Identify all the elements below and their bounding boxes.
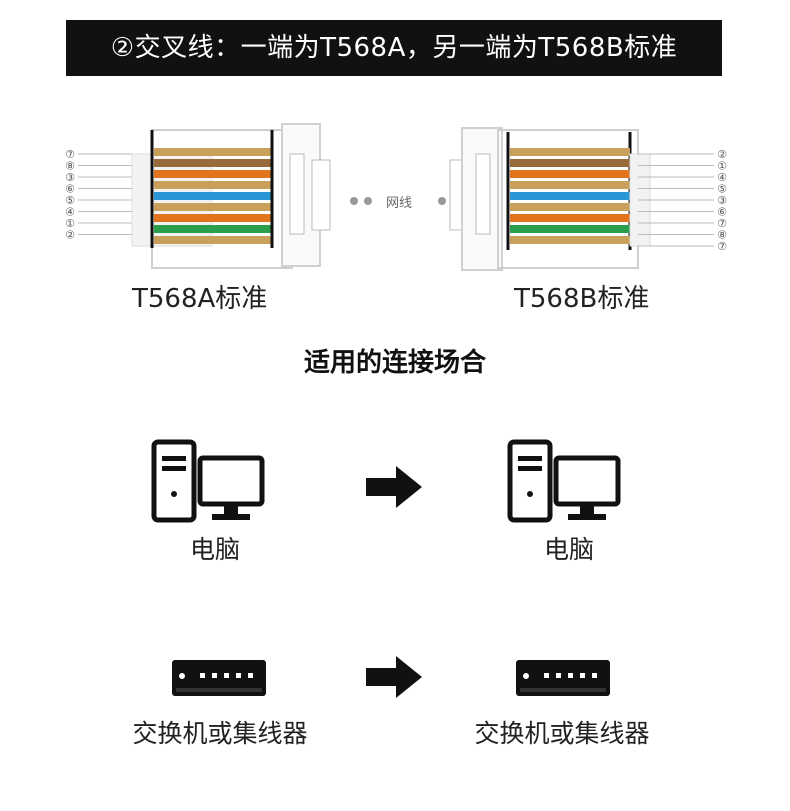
wire	[154, 203, 272, 211]
wire	[154, 236, 272, 244]
wire	[510, 214, 630, 222]
switch-icon	[516, 660, 610, 696]
pin-number: ①	[717, 160, 727, 173]
switch-icon	[172, 660, 266, 696]
device-label-to: 电脑	[543, 535, 594, 564]
link-dot	[438, 197, 446, 205]
device-label-from: 电脑	[189, 535, 240, 564]
wire	[510, 203, 630, 211]
pin-number: ⑧	[717, 229, 727, 242]
pin-number: ②	[65, 229, 75, 242]
wire	[154, 181, 272, 189]
arrow-right-icon	[366, 466, 422, 508]
pin-number: ⑦	[717, 217, 727, 230]
wire	[154, 214, 272, 222]
link-dot	[350, 197, 358, 205]
pin-number: ②	[717, 148, 727, 161]
wire	[510, 148, 630, 156]
device-label-to: 交换机或集线器	[474, 719, 650, 748]
computer-icon	[507, 439, 621, 523]
pin-number: ④	[65, 206, 75, 219]
link-dot	[364, 197, 372, 205]
computer-icon	[151, 439, 265, 523]
pin-number: ①	[65, 217, 75, 230]
arrow-right-icon	[366, 656, 422, 698]
wire	[510, 159, 630, 167]
pin-number: ③	[65, 171, 75, 184]
device-label-from: 交换机或集线器	[132, 719, 308, 748]
title-banner: ②交叉线：一端为T568A，另一端为T568B标准	[66, 20, 722, 76]
wire	[510, 236, 630, 244]
t568b-label: T568B标准	[514, 284, 650, 314]
wire	[510, 192, 630, 200]
pin-number: ⑦	[717, 240, 727, 253]
pin-number: ⑤	[717, 183, 727, 196]
pin-number: ⑥	[717, 206, 727, 219]
section-heading: 适用的连接场合	[303, 348, 486, 378]
pin-number: ⑦	[65, 148, 75, 161]
wire	[510, 225, 630, 233]
pin-number: ⑤	[65, 194, 75, 207]
wire	[154, 148, 272, 156]
t568a-label: T568A标准	[132, 284, 268, 314]
pin-number: ④	[717, 171, 727, 184]
wire	[510, 170, 630, 178]
pin-number: ③	[717, 194, 727, 207]
wire	[154, 225, 272, 233]
wire	[510, 181, 630, 189]
cable-label: 网线	[386, 196, 413, 211]
wire	[154, 159, 272, 167]
pin-number: ⑥	[65, 183, 75, 196]
wire	[154, 170, 272, 178]
pin-number: ⑧	[65, 160, 75, 173]
wire	[154, 192, 272, 200]
